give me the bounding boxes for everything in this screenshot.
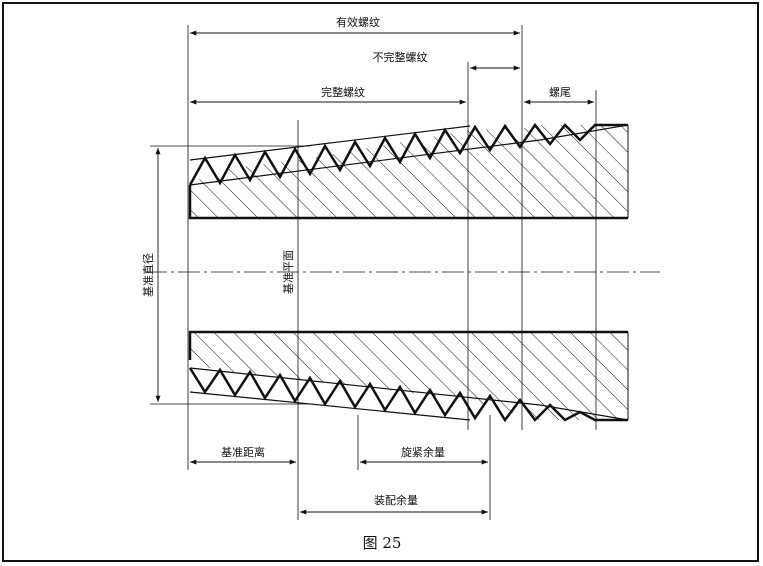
label-incomplete-thread: 不完整螺纹 [373,50,428,64]
label-reference-diameter: 基准直径 [141,253,155,297]
label-tightening-allowance: 旋紧余量 [401,445,445,459]
lower-wall [188,330,629,423]
label-thread-runout: 螺尾 [549,86,571,99]
label-assembly-allowance: 装配余量 [374,493,418,507]
upper-wall [188,122,629,220]
lower-thread-profile [188,367,628,423]
label-reference-distance: 基准距离 [221,445,265,459]
reference-lines [150,25,597,520]
dimension-lines [155,30,594,515]
figure-caption: 图 25 [363,534,402,552]
upper-thread-profile [188,122,628,186]
label-reference-plane: 基准平面 [282,250,295,294]
label-complete-thread: 完整螺纹 [321,85,365,99]
label-effective-thread: 有效螺纹 [336,15,380,29]
